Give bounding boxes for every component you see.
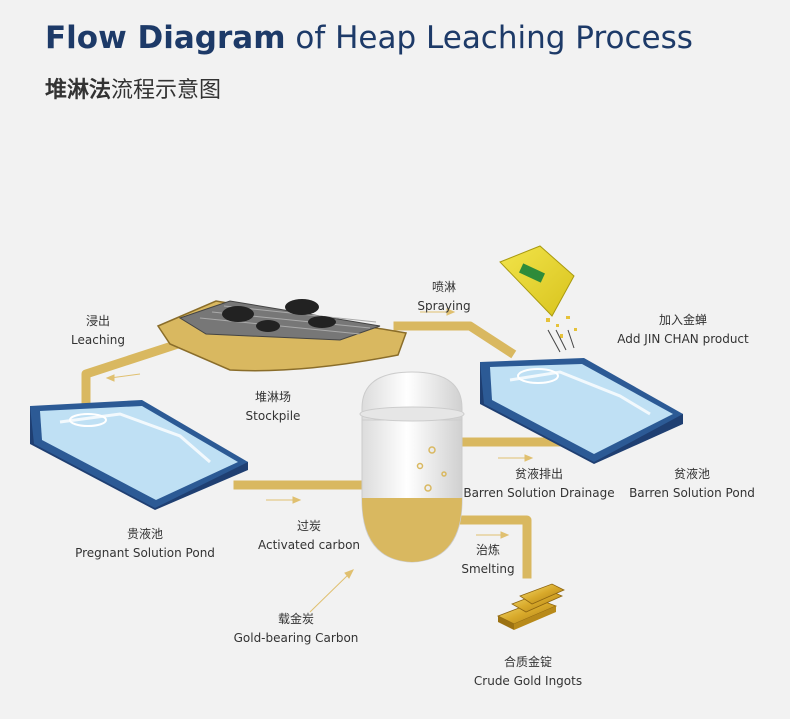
pipes: [81, 321, 599, 579]
page-subtitle: 堆淋法流程示意图: [45, 78, 222, 103]
carbon-vessel: [359, 371, 465, 563]
flow-arrows: [105, 308, 534, 613]
pipe-smelting-line: [447, 515, 532, 579]
pipe-leaching-line: [81, 338, 184, 419]
page-title: Flow Diagram of Heap Leaching Process: [45, 20, 693, 56]
pipe-spray-line: [393, 321, 517, 359]
stockpile: [156, 299, 408, 372]
barren-solution-pond: [480, 358, 683, 464]
gold-ingots: [497, 583, 565, 630]
jin-chan-product-bag: [499, 245, 577, 353]
pregnant-solution-pond: [30, 400, 248, 510]
